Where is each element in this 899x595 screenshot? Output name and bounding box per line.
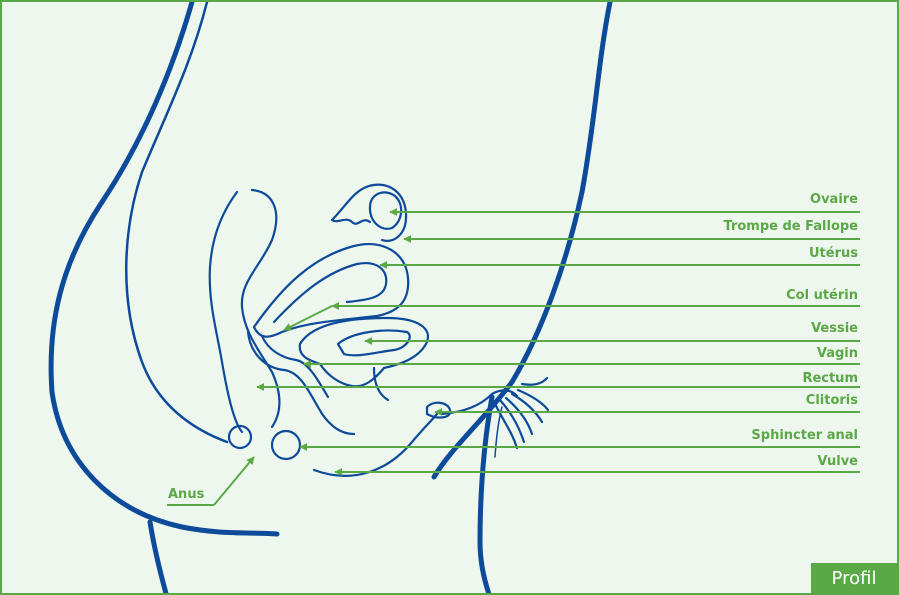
label-vagin: Vagin <box>817 346 858 361</box>
label-col: Col utérin <box>786 288 858 303</box>
clitoris-shape <box>427 403 450 418</box>
leader-lines <box>167 212 860 505</box>
uterus-shape <box>254 244 408 337</box>
vessie-shape <box>300 318 428 386</box>
ovaire-shape <box>370 192 401 228</box>
label-vulve: Vulve <box>817 454 858 469</box>
leader-anus <box>214 457 254 505</box>
vulve-shape <box>314 414 437 476</box>
label-clitoris: Clitoris <box>806 393 858 408</box>
label-anus: Anus <box>168 487 205 502</box>
label-sphincter: Sphincter anal <box>751 428 858 443</box>
label-ovaire: Ovaire <box>810 192 858 207</box>
vagin-shape <box>248 332 354 434</box>
label-vessie: Vessie <box>811 321 858 336</box>
view-badge: Profil <box>811 563 897 593</box>
label-uterus: Utérus <box>809 246 858 261</box>
label-trompe: Trompe de Fallope <box>724 219 859 234</box>
label-rectum: Rectum <box>802 371 858 386</box>
rectum-shape <box>210 192 242 432</box>
body-front-outline <box>434 2 610 595</box>
